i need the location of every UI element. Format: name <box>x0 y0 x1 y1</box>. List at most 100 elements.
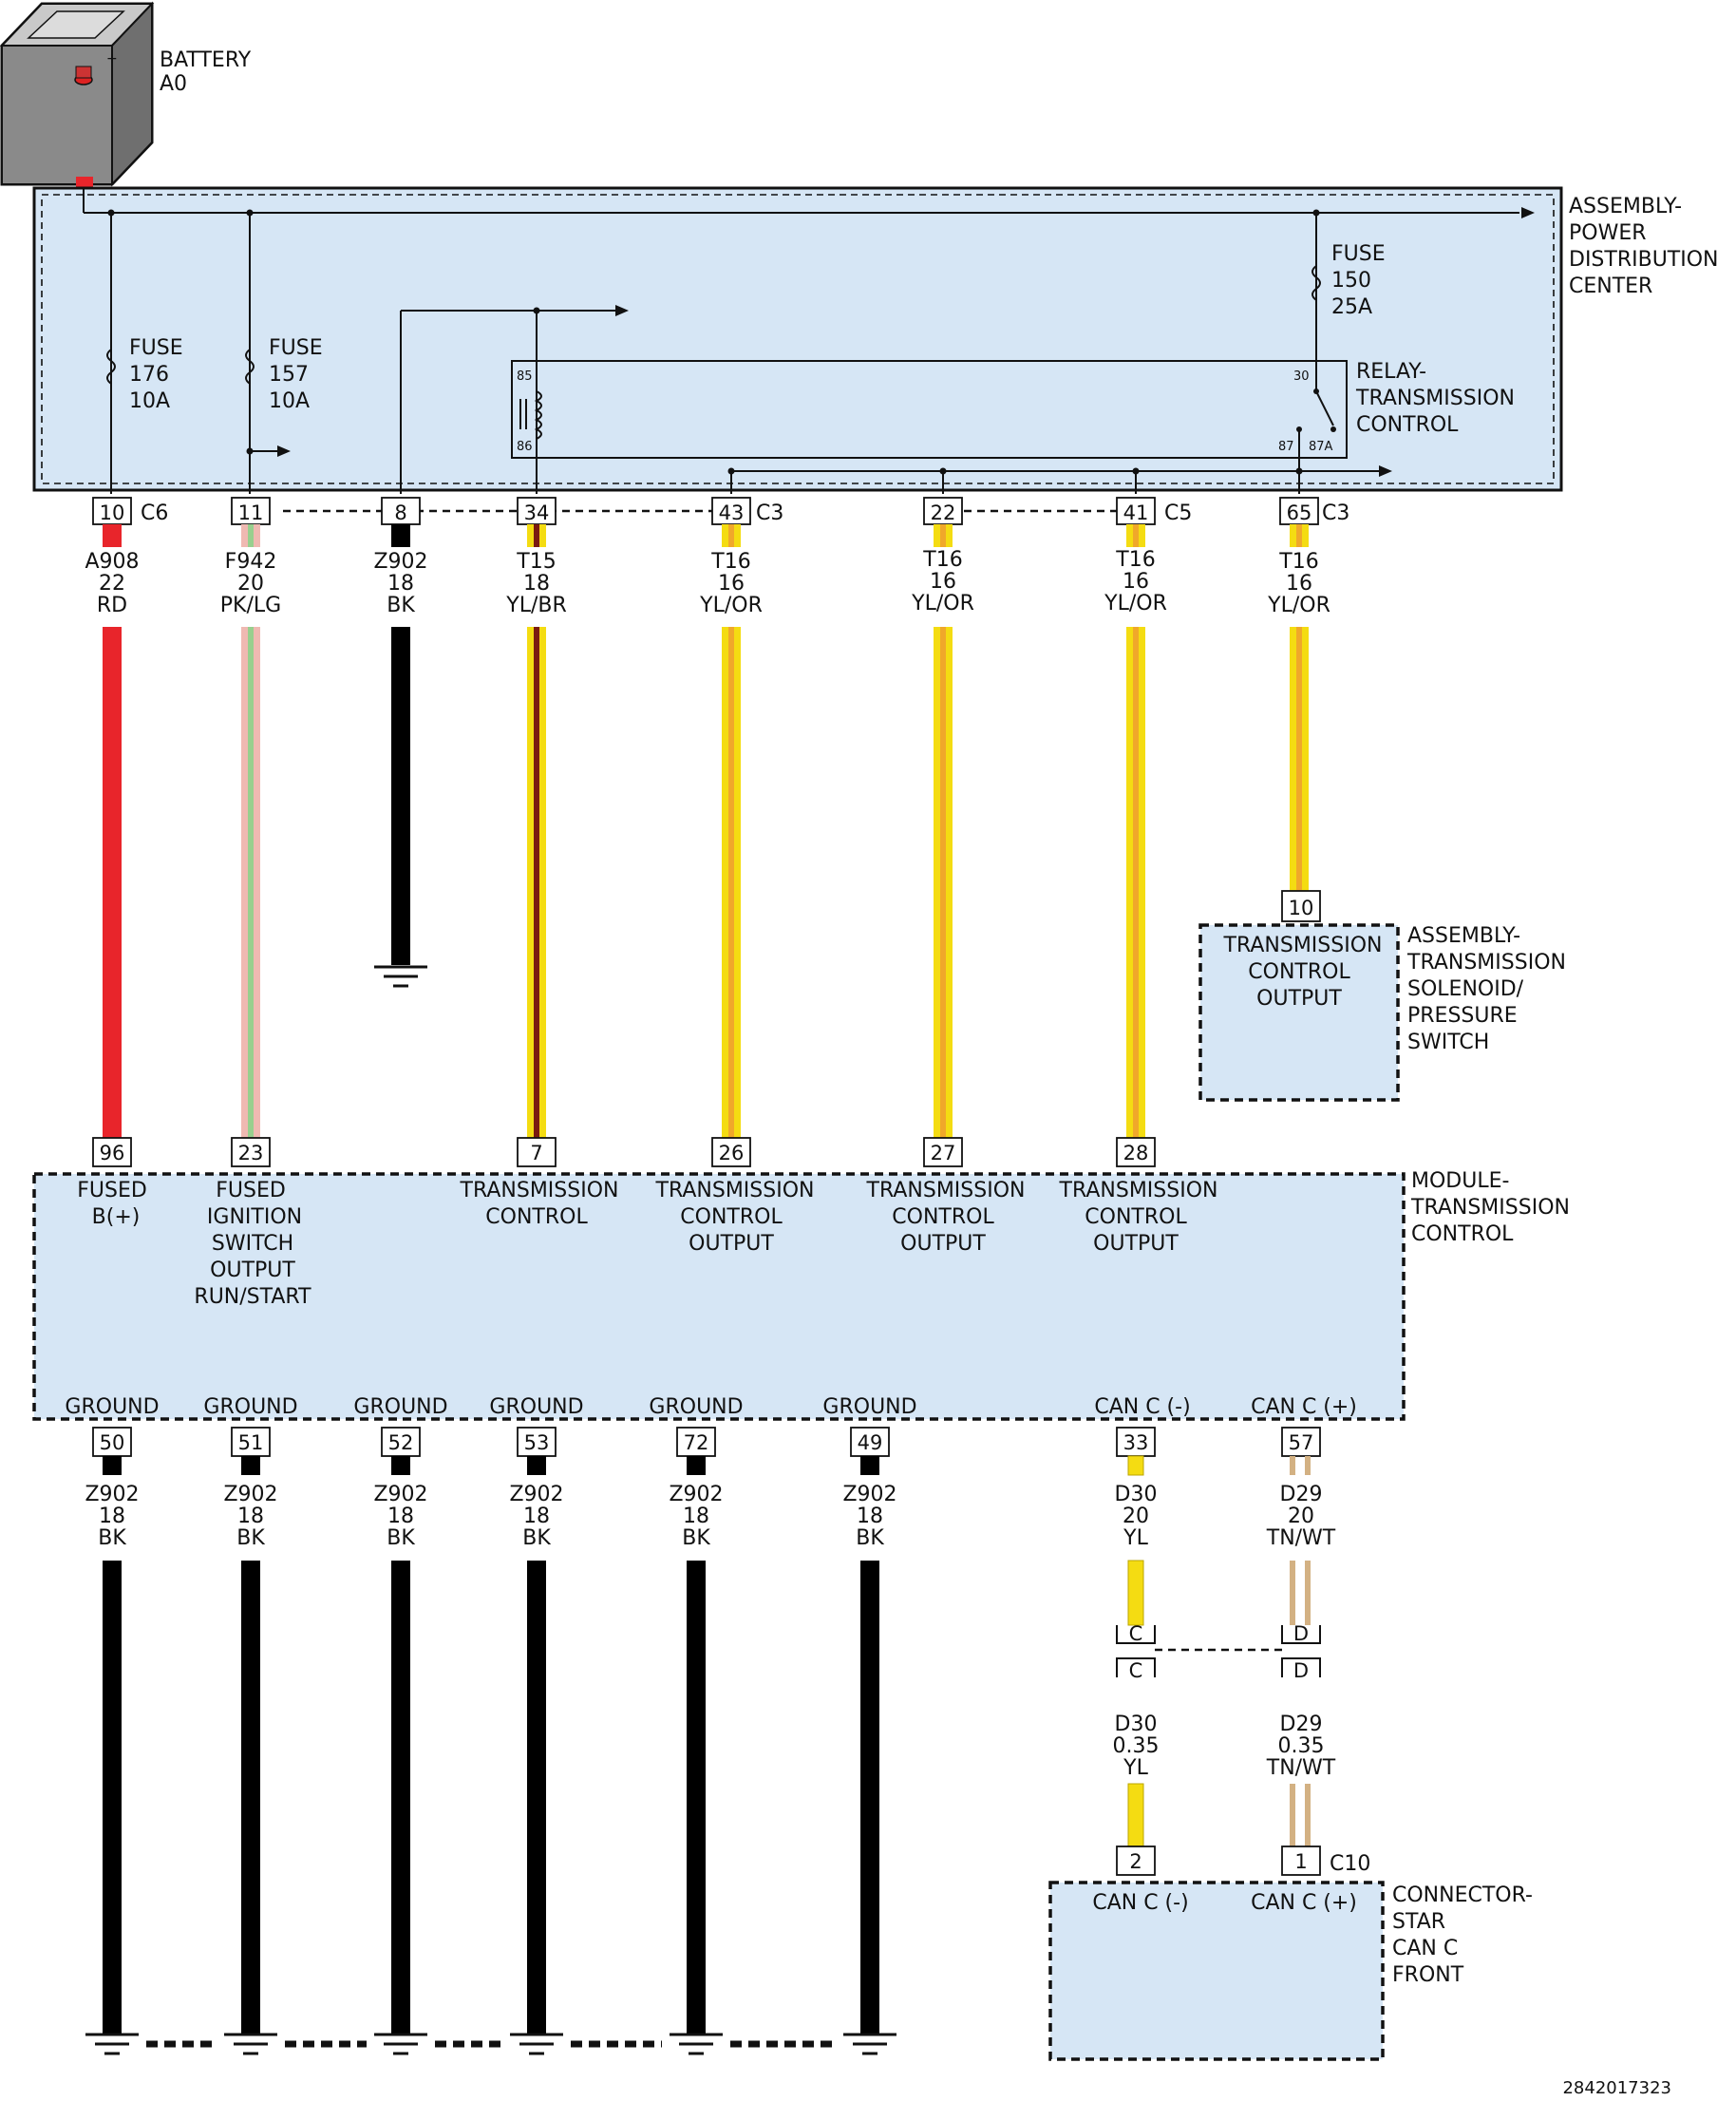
svg-text:SWITCH: SWITCH <box>1407 1031 1489 1054</box>
svg-text:PK/LG: PK/LG <box>220 594 281 617</box>
svg-text:0.35: 0.35 <box>1113 1734 1160 1758</box>
svg-text:25A: 25A <box>1331 295 1372 319</box>
wire-t16-pin22 <box>934 524 953 1140</box>
svg-text:GROUND: GROUND <box>649 1395 743 1419</box>
star-label: CONNECTOR- STAR CAN C FRONT <box>1392 1883 1533 1987</box>
svg-text:B(+): B(+) <box>92 1205 141 1229</box>
svg-text:CONTROL: CONTROL <box>1411 1222 1514 1246</box>
svg-text:Z902: Z902 <box>223 1483 277 1506</box>
wire-t16-pin41 <box>1126 524 1145 1140</box>
top-pin-43: 43 C3 T16 16 YL/OR <box>699 497 783 617</box>
svg-text:FUSED: FUSED <box>216 1179 286 1202</box>
tcm-pin-53: GROUND 53 Z902 18 BK <box>489 1395 583 1550</box>
svg-text:BK: BK <box>387 1526 415 1550</box>
top-pin-65: 65 C3 T16 16 YL/OR <box>1267 497 1349 617</box>
svg-text:Z902: Z902 <box>509 1483 563 1506</box>
svg-text:16: 16 <box>1286 572 1312 596</box>
svg-text:YL/OR: YL/OR <box>699 594 763 617</box>
svg-text:22: 22 <box>99 572 125 596</box>
svg-text:20: 20 <box>1288 1505 1314 1528</box>
wire-t16-pin43 <box>722 524 741 1140</box>
svg-text:CONTROL: CONTROL <box>680 1205 783 1229</box>
svg-text:7: 7 <box>530 1142 542 1164</box>
svg-text:YL/OR: YL/OR <box>911 592 974 615</box>
svg-text:18: 18 <box>523 572 550 596</box>
svg-text:72: 72 <box>684 1431 709 1454</box>
svg-text:11: 11 <box>238 502 264 524</box>
svg-text:ASSEMBLY-: ASSEMBLY- <box>1407 924 1520 948</box>
svg-text:YL/OR: YL/OR <box>1267 594 1330 617</box>
tcm-pin-26: 26 TRANSMISSION CONTROL OUTPUT <box>655 1137 814 1256</box>
svg-text:CONTROL: CONTROL <box>1356 413 1459 437</box>
svg-text:SOLENOID/: SOLENOID/ <box>1407 977 1524 1001</box>
solenoid-inner-text: TRANSMISSION CONTROL OUTPUT <box>1223 934 1383 1011</box>
tcm-pin-23: 23 FUSED IGNITION SWITCH OUTPUT RUN/STAR… <box>194 1137 311 1309</box>
svg-text:TRANSMISSION: TRANSMISSION <box>1406 951 1566 975</box>
svg-text:OUTPUT: OUTPUT <box>900 1232 986 1256</box>
top-pin-11: 11 F942 20 PK/LG <box>220 497 281 617</box>
svg-text:8: 8 <box>394 502 406 524</box>
svg-text:18: 18 <box>99 1505 125 1528</box>
svg-text:CONTROL: CONTROL <box>892 1205 994 1229</box>
svg-text:C: C <box>1129 1659 1143 1682</box>
svg-text:C6: C6 <box>141 502 168 525</box>
svg-text:20: 20 <box>1123 1505 1149 1528</box>
svg-text:96: 96 <box>100 1142 125 1164</box>
svg-text:157: 157 <box>269 363 309 387</box>
svg-text:10A: 10A <box>269 389 310 413</box>
relay-label: RELAY- TRANSMISSION CONTROL <box>1355 360 1515 437</box>
svg-text:CONTROL: CONTROL <box>485 1205 588 1229</box>
svg-text:RD: RD <box>97 594 127 617</box>
tcm-pin-52: GROUND 52 Z902 18 BK <box>353 1395 447 1550</box>
svg-text:Z902: Z902 <box>669 1483 723 1506</box>
svg-text:GROUND: GROUND <box>353 1395 447 1419</box>
inline-connector: C D C D <box>1116 1622 1321 1682</box>
svg-text:C3: C3 <box>756 502 783 525</box>
svg-text:57: 57 <box>1289 1431 1314 1454</box>
star-left-pin-label: CAN C (-) <box>1092 1891 1188 1915</box>
svg-text:33: 33 <box>1123 1431 1149 1454</box>
svg-text:TN/WT: TN/WT <box>1266 1526 1336 1550</box>
inline-lower-labels: D30 0.35 YL D29 0.35 TN/WT <box>1113 1713 1336 1780</box>
svg-text:FUSE: FUSE <box>1331 242 1386 266</box>
svg-text:CENTER: CENTER <box>1569 274 1652 298</box>
svg-text:YL: YL <box>1123 1756 1148 1780</box>
svg-text:18: 18 <box>387 572 414 596</box>
svg-text:TN/WT: TN/WT <box>1266 1756 1336 1780</box>
svg-text:OUTPUT: OUTPUT <box>689 1232 774 1256</box>
svg-text:TRANSMISSION: TRANSMISSION <box>1355 387 1515 410</box>
tcm-pin-57: CAN C (+) 57 D29 20 TN/WT <box>1251 1395 1357 1550</box>
svg-text:10A: 10A <box>129 389 170 413</box>
solenoid-pin: 10 <box>1289 897 1314 919</box>
svg-text:26: 26 <box>719 1142 745 1164</box>
svg-text:D30: D30 <box>1115 1483 1158 1506</box>
tcm-pin-33: CAN C (-) 33 D30 20 YL <box>1094 1395 1190 1550</box>
svg-text:FUSED: FUSED <box>77 1179 147 1202</box>
svg-text:85: 85 <box>517 369 533 384</box>
svg-text:18: 18 <box>237 1505 264 1528</box>
svg-text:16: 16 <box>718 572 745 596</box>
svg-text:65: 65 <box>1287 502 1312 524</box>
solenoid-pin-box <box>1281 890 1321 922</box>
svg-text:52: 52 <box>388 1431 414 1454</box>
svg-text:18: 18 <box>523 1505 550 1528</box>
svg-text:CONNECTOR-: CONNECTOR- <box>1392 1883 1533 1907</box>
svg-text:+: + <box>106 51 118 66</box>
svg-text:CAN C (+): CAN C (+) <box>1251 1395 1357 1419</box>
tcm-pin-96: 96 FUSED B(+) <box>77 1137 147 1229</box>
svg-text:22: 22 <box>931 502 956 524</box>
wire-z902-bk-pin8 <box>391 524 410 965</box>
battery-label: BATTERY <box>160 48 252 72</box>
svg-text:Z902: Z902 <box>373 550 427 574</box>
svg-text:43: 43 <box>719 502 745 524</box>
battery-id: A0 <box>160 72 187 96</box>
relay-pin-labels: 85 86 30 87 87A <box>517 369 1333 454</box>
pdc-label: ASSEMBLY- POWER DISTRIBUTION CENTER <box>1569 195 1719 298</box>
ground-symbols-bottom <box>85 2033 896 2055</box>
svg-text:16: 16 <box>930 570 956 594</box>
svg-text:20: 20 <box>237 572 264 596</box>
svg-text:FUSE: FUSE <box>269 336 323 360</box>
svg-text:CONTROL: CONTROL <box>1085 1205 1187 1229</box>
pdc-box <box>32 186 1563 492</box>
